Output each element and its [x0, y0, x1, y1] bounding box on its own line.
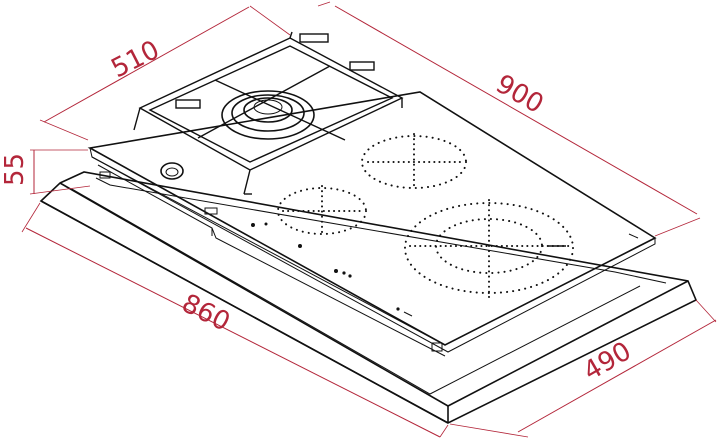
gas-burner — [221, 90, 315, 140]
dimension-860: 860 — [21, 202, 449, 438]
dimension-510-label: 510 — [107, 35, 165, 84]
dimension-55-label: 55 — [0, 153, 30, 186]
gas-burner-grate — [133, 31, 404, 195]
induction-zone-large — [404, 199, 574, 298]
dimension-490-label: 490 — [579, 336, 637, 387]
dimension-900: 900 — [317, 1, 701, 237]
control-knob — [160, 162, 184, 180]
dimension-55: 55 — [0, 149, 91, 195]
hob-glass-top — [87, 91, 657, 357]
touch-controls — [251, 222, 639, 317]
dimension-860-label: 860 — [177, 289, 235, 338]
induction-zone-top — [361, 133, 467, 191]
cutout-frame — [39, 171, 698, 424]
dimension-490: 490 — [449, 299, 717, 438]
induction-zone-middle — [277, 185, 367, 237]
